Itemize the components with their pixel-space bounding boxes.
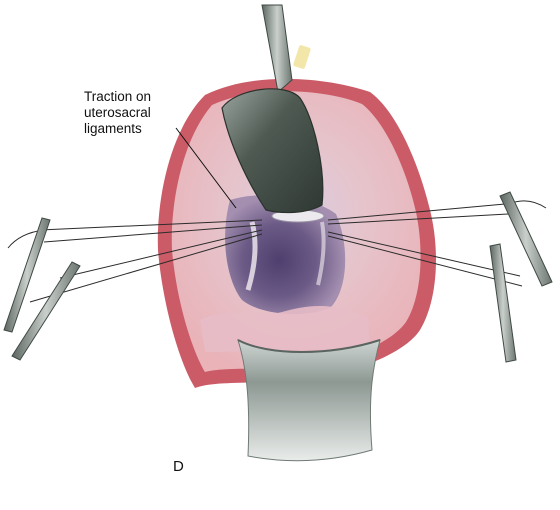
callout-label: Traction on uterosacral ligaments bbox=[84, 89, 174, 137]
needle-holder-icon bbox=[3, 217, 81, 361]
callout-line-3: ligaments bbox=[84, 121, 142, 136]
yellow-marker bbox=[293, 45, 311, 69]
panel-letter: D bbox=[173, 458, 184, 475]
retractor-icon bbox=[221, 88, 324, 214]
callout-leader bbox=[175, 127, 237, 209]
retractor-handle bbox=[261, 4, 293, 93]
speculum-rim bbox=[237, 339, 381, 353]
uterosacral-ligament-right bbox=[316, 221, 326, 286]
callout-line-1: Traction on bbox=[84, 89, 152, 104]
mucosal-folds bbox=[200, 306, 370, 352]
callout-line-2: uterosacral bbox=[84, 105, 151, 120]
speculum-icon bbox=[237, 338, 381, 462]
uterosacral-ligament-left bbox=[245, 221, 258, 291]
needle-holder-icon bbox=[489, 191, 553, 363]
